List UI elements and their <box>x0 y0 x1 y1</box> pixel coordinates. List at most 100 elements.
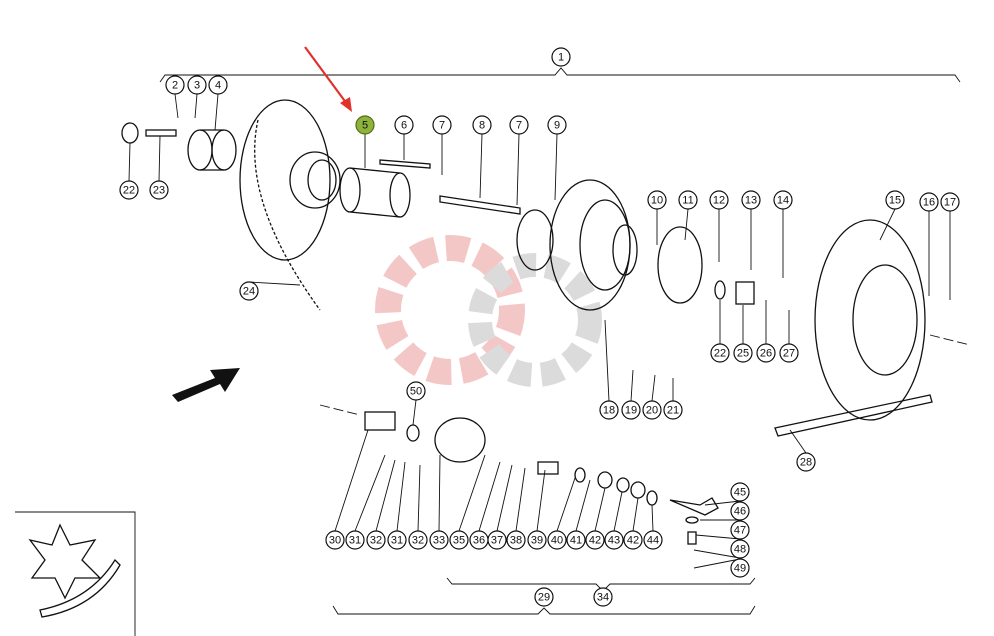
callout-33[interactable]: 33 <box>429 530 449 550</box>
callout-label: 48 <box>734 544 746 556</box>
callout-26[interactable]: 26 <box>756 343 776 363</box>
callout-39[interactable]: 39 <box>527 530 547 550</box>
callout-5[interactable]: 5 <box>355 115 375 135</box>
callout-label: 39 <box>531 535 543 547</box>
callout-28[interactable]: 28 <box>796 452 816 472</box>
leader-line <box>194 93 198 119</box>
callout-label: 41 <box>570 535 582 547</box>
leader-line <box>789 429 807 454</box>
callout-25[interactable]: 25 <box>733 343 753 363</box>
callout-16[interactable]: 16 <box>919 192 939 212</box>
callout-6[interactable]: 6 <box>394 115 414 135</box>
callout-46[interactable]: 46 <box>730 501 750 521</box>
callout-43[interactable]: 43 <box>604 530 624 550</box>
callout-50[interactable]: 50 <box>406 381 426 401</box>
callout-36[interactable]: 36 <box>469 530 489 550</box>
callout-label: 44 <box>647 535 659 547</box>
leader-line <box>604 319 610 402</box>
leader-line <box>651 374 656 402</box>
callout-label: 28 <box>800 457 812 469</box>
callout-label: 46 <box>734 506 746 518</box>
callout-8[interactable]: 8 <box>472 115 492 135</box>
callout-32[interactable]: 32 <box>408 530 428 550</box>
callout-label: 8 <box>479 120 485 132</box>
callout-3[interactable]: 3 <box>187 75 207 95</box>
callout-label: 5 <box>362 120 368 132</box>
leader-line <box>214 93 219 131</box>
callout-14[interactable]: 14 <box>773 190 793 210</box>
callout-47[interactable]: 47 <box>730 520 750 540</box>
callout-label: 49 <box>734 563 746 575</box>
leader-line <box>412 399 417 426</box>
callout-label: 11 <box>682 195 693 207</box>
callout-label: 35 <box>453 535 465 547</box>
leader-line <box>515 467 526 532</box>
callout-49[interactable]: 49 <box>730 558 750 578</box>
callout-31[interactable]: 31 <box>345 530 365 550</box>
direction-arrow-icon <box>172 368 240 402</box>
leader-line <box>704 500 741 506</box>
callout-label: 4 <box>215 80 221 92</box>
callout-7[interactable]: 7 <box>509 115 529 135</box>
callout-42[interactable]: 42 <box>585 530 605 550</box>
leader-line <box>575 479 591 532</box>
leader-line <box>613 491 623 532</box>
callout-27[interactable]: 27 <box>779 343 799 363</box>
callout-48[interactable]: 48 <box>730 539 750 559</box>
callout-41[interactable]: 41 <box>566 530 586 550</box>
callout-label: 10 <box>651 195 663 207</box>
callout-45[interactable]: 45 <box>730 482 750 502</box>
callout-15[interactable]: 15 <box>885 190 905 210</box>
leader-line <box>354 454 386 532</box>
callout-40[interactable]: 40 <box>547 530 567 550</box>
callout-label: 9 <box>554 120 560 132</box>
leader-line <box>536 469 546 532</box>
leader-line <box>158 135 161 182</box>
callout-label: 26 <box>760 348 772 360</box>
callout-32[interactable]: 32 <box>366 530 386 550</box>
callout-24[interactable]: 24 <box>239 281 259 301</box>
callout-label: 6 <box>401 120 407 132</box>
callout-18[interactable]: 18 <box>599 400 619 420</box>
callout-22[interactable]: 22 <box>710 343 730 363</box>
callout-1[interactable]: 1 <box>551 47 571 67</box>
callout-2[interactable]: 2 <box>165 75 185 95</box>
callout-19[interactable]: 19 <box>621 400 641 420</box>
callout-42[interactable]: 42 <box>623 530 643 550</box>
callout-label: 27 <box>783 348 795 360</box>
callout-22[interactable]: 22 <box>119 180 139 200</box>
leader-line <box>478 461 501 532</box>
leader-line <box>879 208 896 241</box>
callout-30[interactable]: 30 <box>325 530 345 550</box>
callout-11[interactable]: 11 <box>678 190 698 210</box>
callout-12[interactable]: 12 <box>709 190 729 210</box>
callout-label: 40 <box>551 535 563 547</box>
callout-20[interactable]: 20 <box>642 400 662 420</box>
callout-44[interactable]: 44 <box>643 530 663 550</box>
callout-4[interactable]: 4 <box>208 75 228 95</box>
leader-line <box>651 504 654 532</box>
callout-label: 37 <box>491 535 503 547</box>
callout-label: 50 <box>410 386 422 398</box>
callout-29[interactable]: 29 <box>534 587 554 607</box>
callout-13[interactable]: 13 <box>741 190 761 210</box>
callout-9[interactable]: 9 <box>547 115 567 135</box>
callout-37[interactable]: 37 <box>487 530 507 550</box>
callout-23[interactable]: 23 <box>149 180 169 200</box>
callout-35[interactable]: 35 <box>449 530 469 550</box>
callout-34[interactable]: 34 <box>593 587 613 607</box>
leader-line <box>248 281 301 286</box>
callout-7[interactable]: 7 <box>432 115 452 135</box>
leader-line <box>693 558 741 569</box>
callout-label: 31 <box>349 535 361 547</box>
callout-21[interactable]: 21 <box>663 400 683 420</box>
callout-10[interactable]: 10 <box>647 190 667 210</box>
callout-label: 24 <box>243 286 255 298</box>
callout-label: 21 <box>667 405 679 417</box>
callout-31[interactable]: 31 <box>387 530 407 550</box>
callout-17[interactable]: 17 <box>940 192 960 212</box>
bracket-assembly-29 <box>332 605 756 615</box>
callout-38[interactable]: 38 <box>506 530 526 550</box>
leader-line <box>684 208 689 241</box>
